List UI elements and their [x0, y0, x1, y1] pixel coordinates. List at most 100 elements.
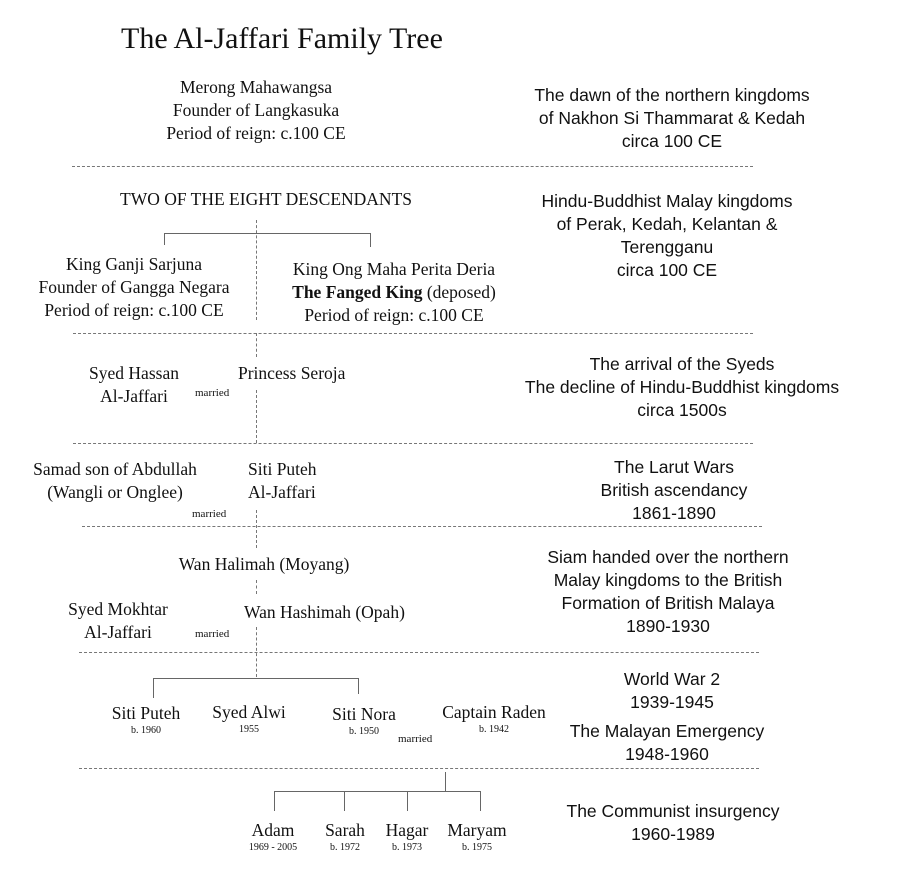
lineage-line: [256, 220, 257, 320]
era-label-2: The arrival of the Syeds The decline of …: [525, 353, 839, 422]
lineage-line: [256, 580, 257, 594]
person-sarah: Sarah b. 1972: [325, 819, 365, 854]
person-princess-seroja: Princess Seroja: [238, 363, 346, 383]
married-label: married: [398, 733, 433, 745]
person-siti-puteh-al-jaffari: Siti Puteh Al-Jaffari: [248, 458, 317, 504]
person-title: Founder of Langkasuka: [172, 100, 340, 120]
sibling-connector-drop: [274, 791, 275, 811]
page-title: The Al-Jaffari Family Tree: [121, 22, 443, 55]
sibling-connector: [153, 678, 359, 679]
person-reign: Period of reign: c.100 CE: [166, 123, 346, 143]
person-name: Sarah: [325, 820, 365, 840]
lineage-line: [256, 390, 257, 443]
person-siti-puteh: Siti Puteh b. 1960: [112, 702, 181, 737]
person-siti-nora: Siti Nora b. 1950: [332, 703, 396, 738]
era-line: The Communist insurgency: [566, 801, 780, 821]
sibling-connector-drop: [480, 791, 481, 811]
person-surname: Al-Jaffari: [248, 482, 316, 502]
person-name: Samad son of Abdullah: [33, 459, 197, 479]
person-king-ganji-sarjuna: King Ganji Sarjuna Founder of Gangga Neg…: [39, 253, 230, 322]
person-wan-halimah: Wan Halimah (Moyang): [178, 554, 350, 574]
lineage-line: [256, 510, 257, 548]
person-name: Siti Puteh: [111, 703, 181, 723]
sibling-connector-drop: [344, 791, 345, 811]
era-line: 1960-1989: [631, 824, 715, 844]
person-name: Merong Mahawangsa: [179, 77, 333, 97]
person-adam: Adam 1969 - 2005: [249, 819, 297, 854]
person-syed-mokhtar-al-jaffari: Syed Mokhtar Al-Jaffari: [68, 598, 168, 644]
person-dates: b. 1973: [391, 842, 422, 853]
person-reign: Period of reign: c.100 CE: [304, 305, 484, 325]
person-title: The Fanged King (deposed): [292, 281, 496, 304]
era-line: The arrival of the Syeds: [589, 354, 775, 374]
generation-divider: [72, 166, 753, 167]
era-label-4: Siam handed over the northern Malay king…: [547, 546, 788, 638]
person-syed-hassan-al-jaffari: Syed Hassan Al-Jaffari: [89, 362, 179, 408]
sibling-connector: [274, 791, 480, 792]
era-line: circa 1500s: [637, 400, 727, 420]
era-label-6: The Communist insurgency 1960-1989: [567, 800, 780, 846]
person-dates: b. 1942: [478, 724, 509, 735]
person-captain-raden: Captain Raden b. 1942: [442, 701, 546, 736]
era-label-3: The Larut Wars British ascendancy 1861-1…: [601, 456, 748, 525]
person-reign: Period of reign: c.100 CE: [44, 300, 224, 320]
generation-divider: [79, 768, 759, 769]
generation-divider: [82, 526, 762, 527]
person-surname: Al-Jaffari: [84, 622, 152, 642]
person-title: Founder of Gangga Negara: [38, 277, 230, 297]
sibling-connector-drop: [164, 233, 165, 245]
era-line: World War 2: [623, 669, 721, 689]
era-line: Siam handed over the northern: [547, 547, 789, 567]
person-name: Syed Mokhtar: [68, 599, 168, 619]
person-samad-son-of-abdullah: Samad son of Abdullah (Wangli or Onglee): [33, 458, 197, 504]
person-status: (deposed): [422, 282, 496, 302]
person-name: Siti Nora: [332, 704, 396, 724]
era-label-0: The dawn of the northern kingdoms of Nak…: [534, 84, 809, 153]
lineage-line: [256, 333, 257, 357]
person-name: Syed Alwi: [212, 702, 286, 722]
person-dates: 1955: [238, 724, 259, 735]
parent-connector: [445, 772, 446, 792]
married-label: married: [195, 628, 230, 640]
era-line: Hindu-Buddhist Malay kingdoms: [541, 191, 793, 211]
generation-divider: [79, 652, 759, 653]
person-name: Maryam: [447, 820, 507, 840]
person-hagar: Hagar b. 1973: [386, 819, 429, 854]
era-line: Terengganu: [620, 237, 714, 257]
person-syed-alwi: Syed Alwi 1955: [212, 701, 285, 736]
era-label-5b: The Malayan Emergency 1948-1960: [570, 720, 765, 766]
person-name: King Ganji Sarjuna: [65, 254, 203, 274]
person-dates: b. 1975: [461, 842, 492, 853]
era-line: 1948-1960: [625, 744, 709, 764]
era-line: The dawn of the northern kingdoms: [534, 85, 810, 105]
era-line: of Nakhon Si Thammarat & Kedah: [538, 108, 806, 128]
person-alias: (Wangli or Onglee): [47, 482, 183, 502]
married-label: married: [195, 387, 230, 399]
person-maryam: Maryam b. 1975: [447, 819, 506, 854]
era-line: The Malayan Emergency: [569, 721, 765, 741]
sibling-connector-drop: [407, 791, 408, 811]
married-label: married: [192, 508, 227, 520]
era-label-1: Hindu-Buddhist Malay kingdoms of Perak, …: [542, 190, 793, 282]
person-dates: b. 1972: [329, 842, 360, 853]
person-dates: 1969 - 2005: [248, 842, 298, 853]
era-line: Formation of British Malaya: [561, 593, 775, 613]
person-dates: b. 1950: [349, 726, 379, 737]
person-wan-hashimah: Wan Hashimah (Opah): [244, 602, 405, 622]
sibling-connector-drop: [153, 678, 154, 698]
person-dates: b. 1960: [131, 725, 161, 736]
era-line: 1861-1890: [632, 503, 716, 523]
section-heading: TWO OF THE EIGHT DESCENDANTS: [120, 189, 412, 209]
person-name: Siti Puteh: [248, 459, 317, 479]
person-surname: Al-Jaffari: [100, 386, 168, 406]
era-line: 1939-1945: [630, 692, 714, 712]
sibling-connector-drop: [370, 233, 371, 247]
person-name: Hagar: [385, 820, 429, 840]
person-merong-mahawangsa: Merong Mahawangsa Founder of Langkasuka …: [166, 76, 345, 145]
person-name: Adam: [251, 820, 295, 840]
sibling-connector: [164, 233, 370, 234]
person-epithet: The Fanged King: [292, 282, 423, 302]
era-line: 1890-1930: [626, 616, 710, 636]
sibling-connector-drop: [358, 678, 359, 694]
person-name: Syed Hassan: [89, 363, 179, 383]
